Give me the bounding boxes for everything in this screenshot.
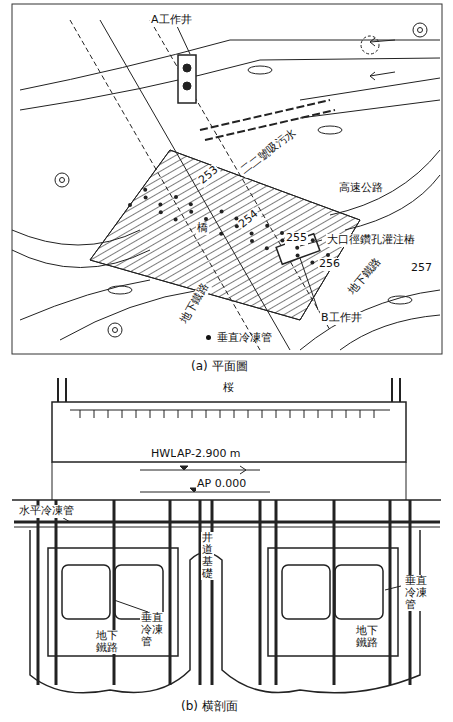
label: 255 (285, 232, 308, 245)
legend-row: 垂直冷凍管 (206, 330, 272, 345)
label: 地下鐵路 (355, 625, 379, 649)
label: 地下鐵路 (95, 630, 119, 654)
label: 井道基礎 (201, 532, 214, 580)
label: B工作井 (320, 312, 363, 325)
legend-marker (206, 335, 211, 340)
label: 垂直冷凍管 (404, 575, 428, 611)
label: 大口徑鑽孔灌注樁 (326, 234, 416, 247)
label: 橋 (196, 222, 209, 235)
label: 高速公路 (338, 182, 384, 195)
label: AP 0.000 (196, 478, 247, 491)
label: 二二號吸污水 (238, 126, 299, 178)
label: AP-2.900 m (176, 448, 242, 461)
label: 桜 (222, 382, 235, 395)
label: A工作井 (150, 14, 193, 27)
legend-text: 垂直冷凍管 (217, 330, 272, 345)
label: 256 (318, 258, 341, 271)
label: 垂直冷凍管 (140, 612, 164, 648)
label: 水平冷凍管 (18, 505, 75, 518)
label: 地下鐵路 (345, 255, 384, 298)
label: (a) 平面圖 (190, 360, 249, 374)
label: HWL (150, 448, 177, 461)
label: (b) 横剖面 (180, 700, 239, 714)
label: 257 (410, 262, 433, 275)
